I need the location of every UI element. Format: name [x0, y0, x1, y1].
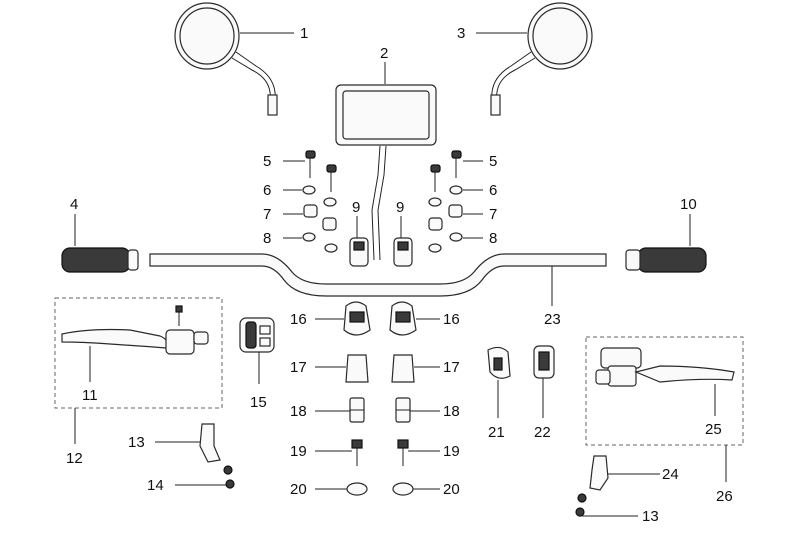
left-mirror-bracket [199, 423, 235, 489]
callout-12: 12 [66, 450, 83, 467]
callout-8-left: 8 [263, 230, 271, 247]
callout-9-left: 9 [352, 199, 360, 216]
callout-19-left: 19 [290, 443, 307, 460]
callout-25: 25 [705, 421, 722, 438]
callout-14: 14 [147, 477, 164, 494]
right-brake-group-box [585, 336, 744, 446]
callout-8-right: 8 [489, 230, 497, 247]
left-clutch-lever [61, 305, 209, 355]
callout-18-left: 18 [290, 403, 307, 420]
left-grip [61, 247, 139, 273]
callout-2: 2 [380, 45, 388, 62]
right-brake-master-cylinder [595, 347, 735, 387]
callout-16-left: 16 [290, 311, 307, 328]
callout-23: 23 [544, 311, 561, 328]
callout-11: 11 [82, 387, 98, 404]
callout-7-left: 7 [263, 206, 271, 223]
callout-1: 1 [300, 25, 308, 42]
callout-21: 21 [488, 424, 505, 441]
callout-5-left: 5 [263, 153, 271, 170]
callout-9-right: 9 [396, 199, 404, 216]
bolts-left [302, 150, 338, 253]
callout-24: 24 [662, 466, 679, 483]
callout-26: 26 [716, 488, 733, 505]
callout-5-right: 5 [489, 153, 497, 170]
callout-13-left: 13 [128, 434, 145, 451]
callout-10: 10 [680, 196, 697, 213]
upper-clamps [349, 237, 413, 267]
callout-20-left: 20 [290, 481, 307, 498]
handlebar [149, 253, 607, 297]
riser-stack-left [343, 301, 371, 496]
left-mirror [174, 2, 278, 116]
right-mirror [490, 2, 593, 116]
callout-13-right: 13 [642, 508, 659, 525]
riser-stack-right [389, 301, 417, 496]
callout-15: 15 [250, 394, 267, 411]
callout-6-right: 6 [489, 182, 497, 199]
callout-20-right: 20 [443, 481, 460, 498]
bolts-right [428, 150, 463, 253]
left-switch [239, 317, 275, 353]
callout-19-right: 19 [443, 443, 460, 460]
right-switch-housing [533, 345, 555, 379]
callout-7-right: 7 [489, 206, 497, 223]
callout-4: 4 [70, 196, 78, 213]
right-grip [625, 247, 707, 273]
instrument-display [335, 84, 437, 261]
callout-17-right: 17 [443, 359, 460, 376]
callout-6-left: 6 [263, 182, 271, 199]
right-switch-small [487, 346, 511, 379]
callout-3: 3 [457, 25, 465, 42]
callout-labels: 1 2 3 4 5 5 6 6 7 7 8 8 9 9 10 11 12 13 … [66, 25, 733, 525]
right-mirror-bracket [575, 455, 609, 517]
callout-17-left: 17 [290, 359, 307, 376]
callout-18-right: 18 [443, 403, 460, 420]
callout-22: 22 [534, 424, 551, 441]
leader-lines [74, 32, 727, 517]
left-lever-group-box [54, 297, 223, 409]
callout-16-right: 16 [443, 311, 460, 328]
